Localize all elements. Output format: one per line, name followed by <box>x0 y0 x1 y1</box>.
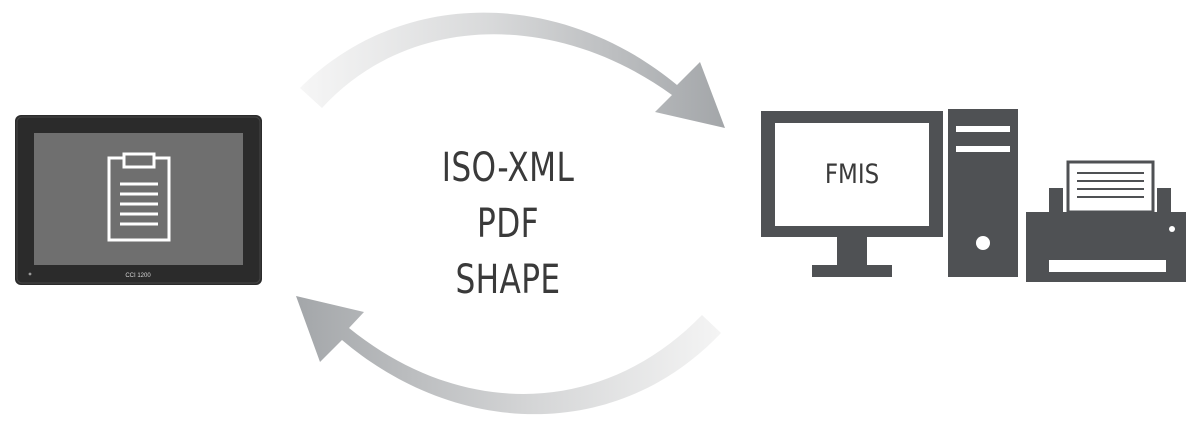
tower-drive-bay <box>956 146 1010 152</box>
printer-output-slot <box>1049 260 1166 272</box>
printer-paper-tray-right <box>1157 188 1171 212</box>
desktop-computer-icon: FMIS <box>761 109 1018 277</box>
arrow-to-terminal-icon <box>296 296 721 415</box>
power-button <box>976 236 990 250</box>
printer-icon <box>1026 160 1186 282</box>
computer-tower <box>948 109 1018 277</box>
clipboard-icon <box>107 152 171 242</box>
terminal-model-label: CCI 1200 <box>125 273 151 279</box>
tower-drive-bay <box>956 126 1010 132</box>
format-iso-xml: ISO-XML <box>441 145 575 191</box>
printer-paper-tray-left <box>1049 188 1063 212</box>
arrow-to-computer-icon <box>300 12 725 128</box>
format-pdf: PDF <box>477 201 539 247</box>
file-format-list: ISO-XML PDF SHAPE <box>407 140 610 308</box>
monitor-foot <box>812 265 892 277</box>
monitor-screen <box>775 123 929 226</box>
printer-paper <box>1066 160 1155 214</box>
format-shape: SHAPE <box>455 257 561 303</box>
tablet-terminal-icon: CCI 1200 <box>15 115 262 285</box>
printer-indicator <box>1169 226 1175 232</box>
monitor-neck <box>837 237 867 265</box>
fmis-label: FMIS <box>825 158 879 189</box>
